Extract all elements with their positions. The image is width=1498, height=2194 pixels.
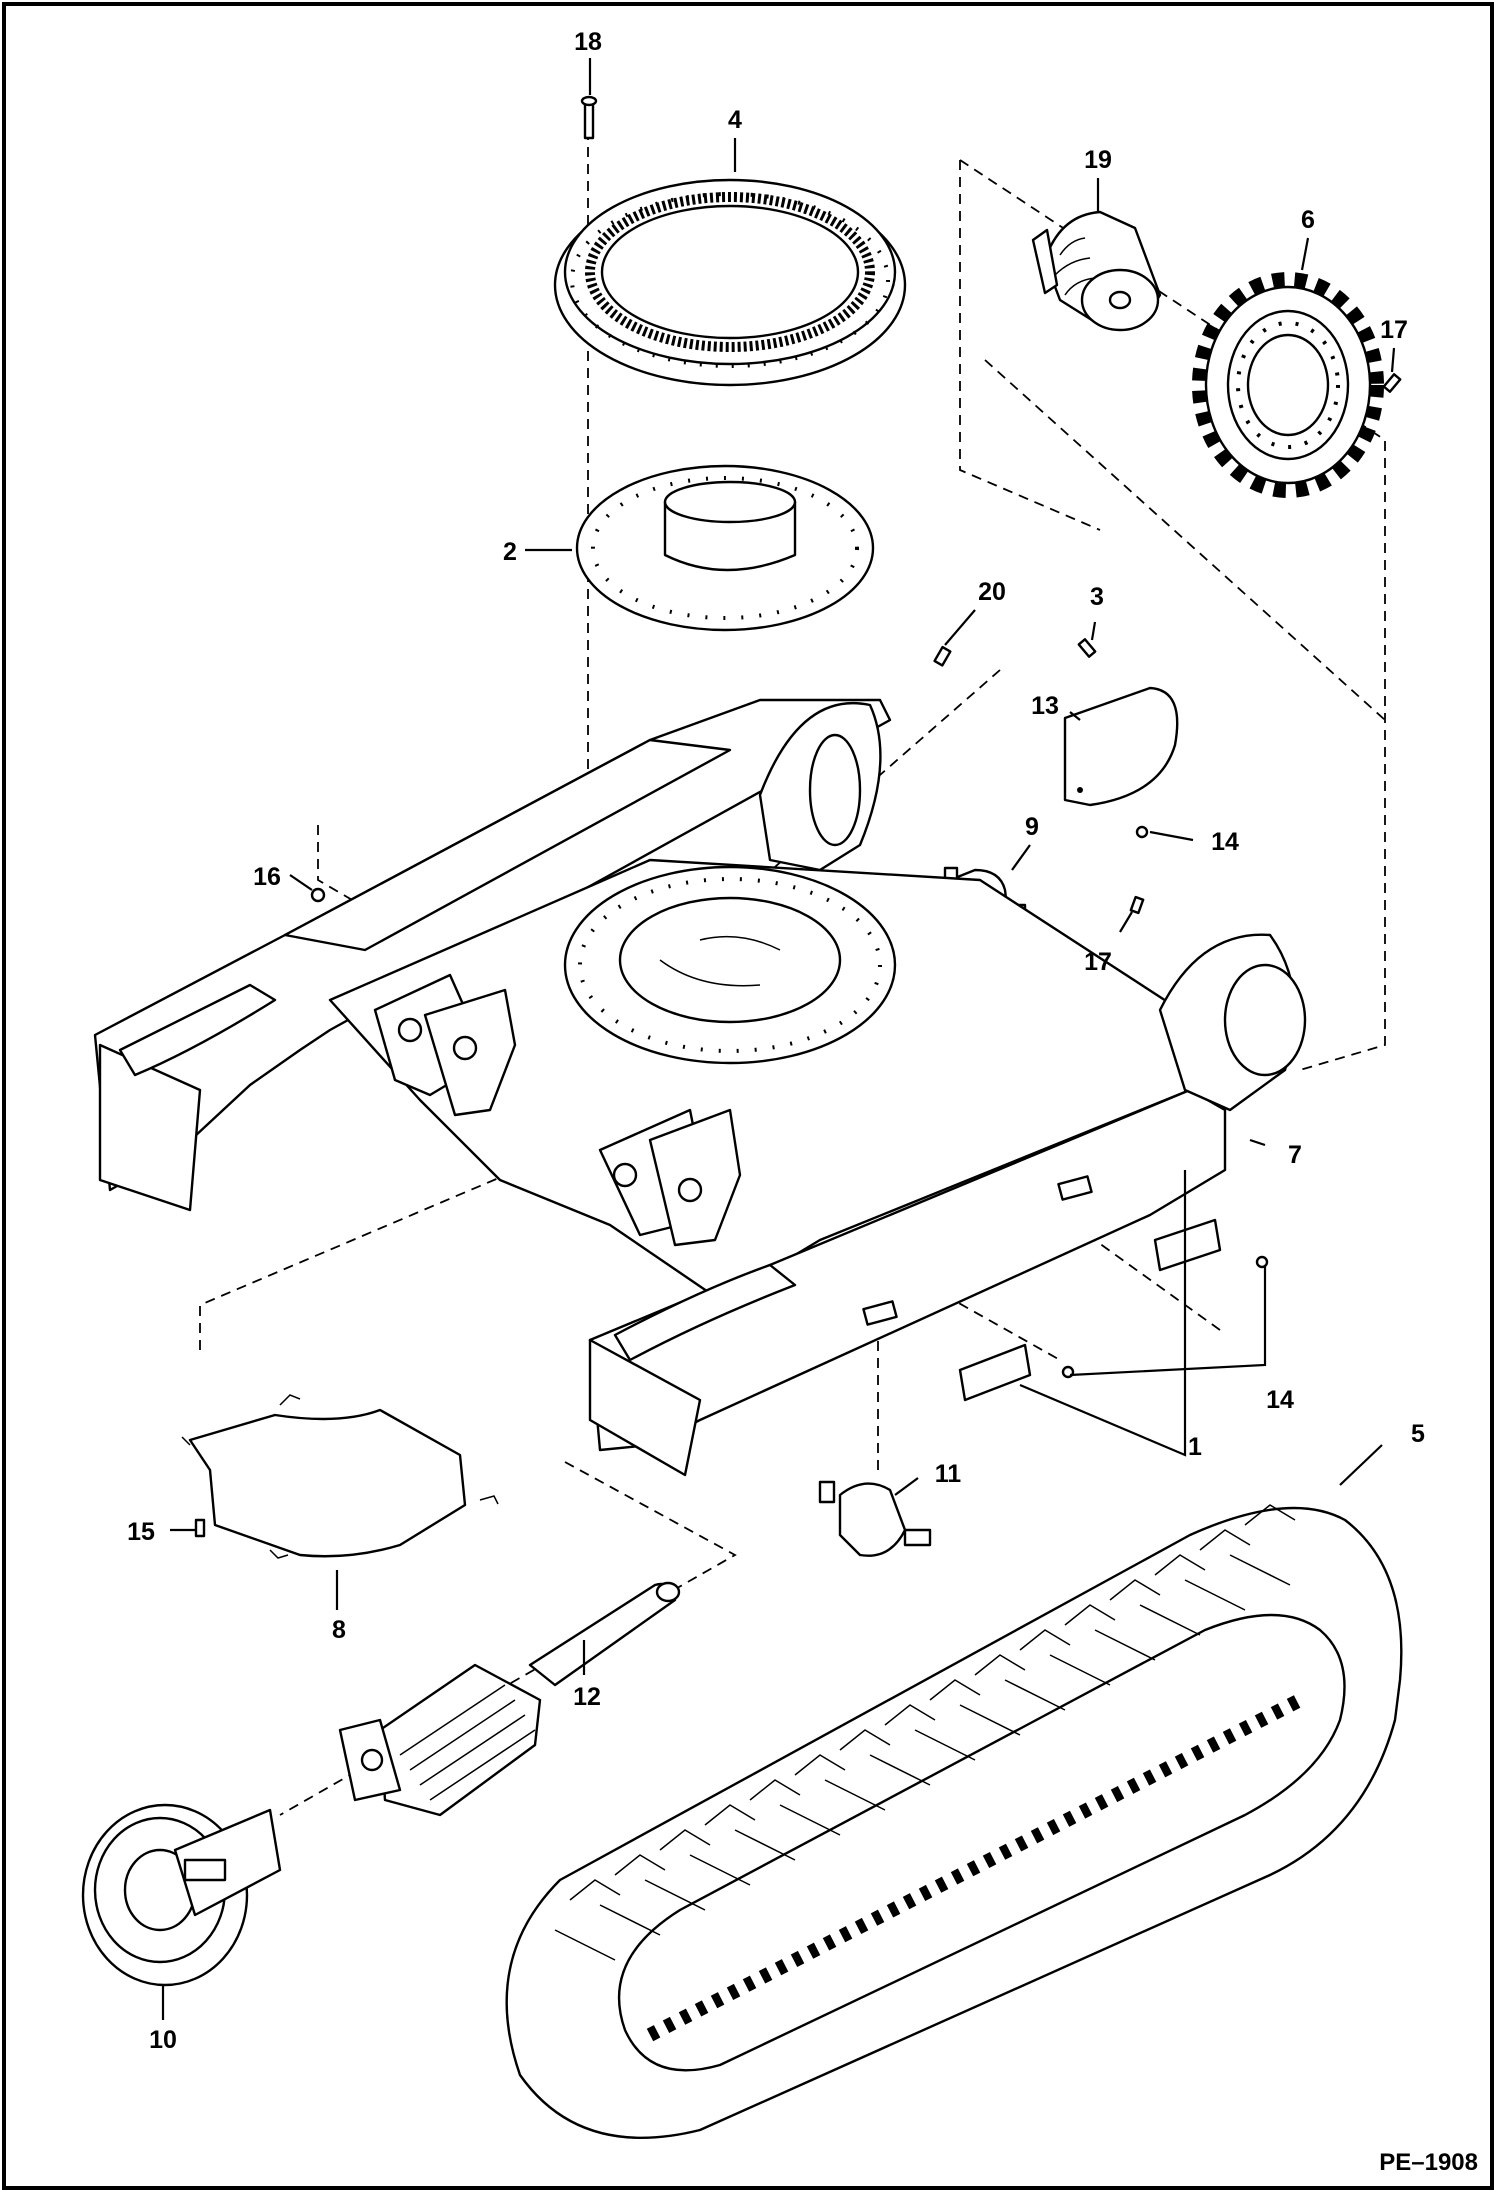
callout-12: 12: [573, 1683, 601, 1711]
part-14-bolt-upper: [1135, 825, 1149, 839]
callout-13: 13: [1031, 692, 1059, 720]
callout-6: 6: [1301, 206, 1315, 234]
callout-20: 20: [978, 578, 1006, 606]
callout-14-lower: 14: [1266, 1386, 1294, 1414]
part-8-guard-plate: [181, 1394, 499, 1559]
callout-1: 1: [1188, 1433, 1202, 1461]
part-16-bolt: [310, 887, 326, 903]
callout-9: 9: [1025, 813, 1039, 841]
callout-18: 18: [574, 28, 602, 56]
part-17-bolt-middle: [1129, 895, 1145, 915]
part-18-bolt: [580, 95, 598, 140]
part-3-bolt: [1077, 638, 1097, 658]
part-13-cover-plate: [1063, 686, 1179, 807]
callout-3: 3: [1090, 583, 1104, 611]
part-19-travel-motor: [1031, 210, 1162, 332]
part-6-sprocket: [1192, 272, 1384, 498]
part-12-track-adjuster: [338, 1581, 681, 1817]
callout-14-upper: 14: [1211, 828, 1239, 856]
part-14-bolts-lower: [1061, 1255, 1269, 1379]
callout-19: 19: [1084, 146, 1112, 174]
part-17-bolt-top: [1382, 373, 1402, 393]
callout-leader-lines: [161, 58, 1396, 2020]
callout-5: 5: [1411, 1420, 1425, 1448]
callout-17-top: 17: [1380, 316, 1408, 344]
part-5-rubber-track: [505, 1504, 1403, 2140]
figure-code: PE–1908: [1379, 2149, 1478, 2176]
part-10-idler: [81, 1803, 282, 1987]
callout-16: 16: [253, 863, 281, 891]
callout-8: 8: [332, 1616, 346, 1644]
part-20-grease-fitting: [933, 645, 952, 667]
part-1-covers: [958, 1218, 1222, 1402]
callout-15: 15: [127, 1518, 155, 1546]
part-11-track-roller: [818, 1480, 932, 1557]
callout-11: 11: [935, 1460, 962, 1488]
callout-4: 4: [728, 106, 742, 134]
callout-17-middle: 17: [1084, 948, 1112, 976]
callout-labels: 18 4 19 6 17 2 20 3 13 14 16 9 17 7 14 1…: [127, 28, 1425, 2054]
part-7-undercarriage-frame: [93, 698, 1307, 1477]
part-4-swing-bearing: [553, 178, 907, 387]
callout-7: 7: [1288, 1141, 1302, 1169]
callout-2: 2: [503, 538, 517, 566]
callout-10: 10: [149, 2026, 177, 2054]
part-15-bolt: [194, 1518, 206, 1538]
part-2-spacer-plate: [575, 464, 875, 632]
